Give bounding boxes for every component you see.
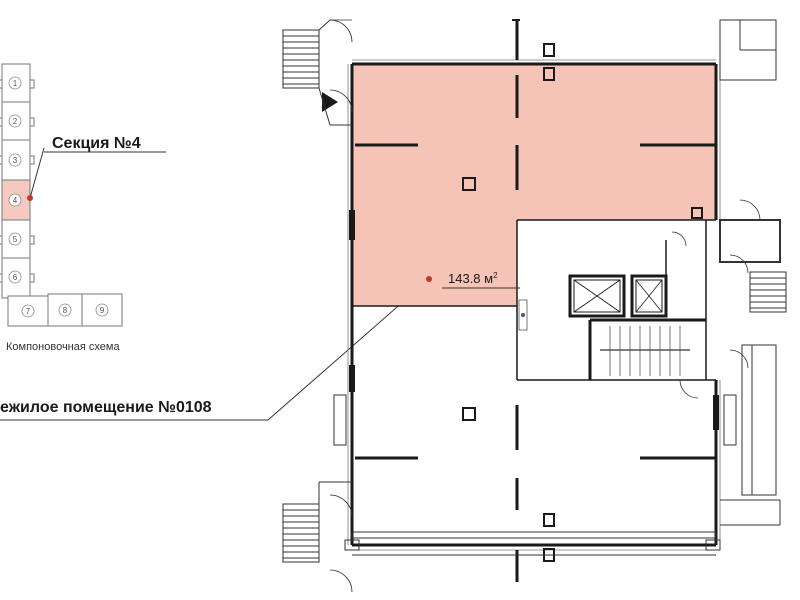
- area-marker-dot: [426, 276, 432, 282]
- key-number-1: 1: [13, 79, 18, 88]
- key-number-2: 2: [13, 117, 18, 126]
- bottom-beam: [344, 531, 721, 556]
- scheme-label: Компоновочная схема: [6, 341, 120, 353]
- exterior-walls: [350, 62, 718, 547]
- highlighted-room-0108[interactable]: [352, 64, 716, 306]
- key-number-5: 5: [13, 235, 18, 244]
- key-number-9: 9: [100, 306, 105, 315]
- area-unit-superscript: 2: [493, 271, 498, 280]
- exterior-stairs-bottom: [282, 481, 352, 563]
- core-stairs: [600, 326, 690, 376]
- key-number-3: 3: [13, 156, 18, 165]
- key-number-4: 4: [13, 196, 18, 205]
- section-leader-line: [29, 147, 45, 199]
- entrance-arrow-icon: [322, 92, 338, 112]
- columns: [462, 43, 703, 562]
- key-number-6: 6: [13, 273, 18, 282]
- doors: [329, 19, 761, 593]
- key-number-7: 7: [26, 307, 31, 316]
- section-marker-dot: [27, 195, 33, 201]
- key-section-8[interactable]: [47, 293, 83, 327]
- exterior-stairs-top: [282, 19, 352, 126]
- interior-walls: [349, 19, 719, 582]
- key-plan: 1 2 3 4 5 6 7 8 9: [0, 63, 123, 327]
- section-label: Секция №4: [52, 135, 141, 152]
- building-core: [568, 240, 706, 380]
- key-number-8: 8: [63, 306, 68, 315]
- room-label: ежилое помещение №0108: [0, 399, 212, 416]
- right-extension: [719, 19, 787, 526]
- area-value: 143.8 м2: [448, 271, 498, 286]
